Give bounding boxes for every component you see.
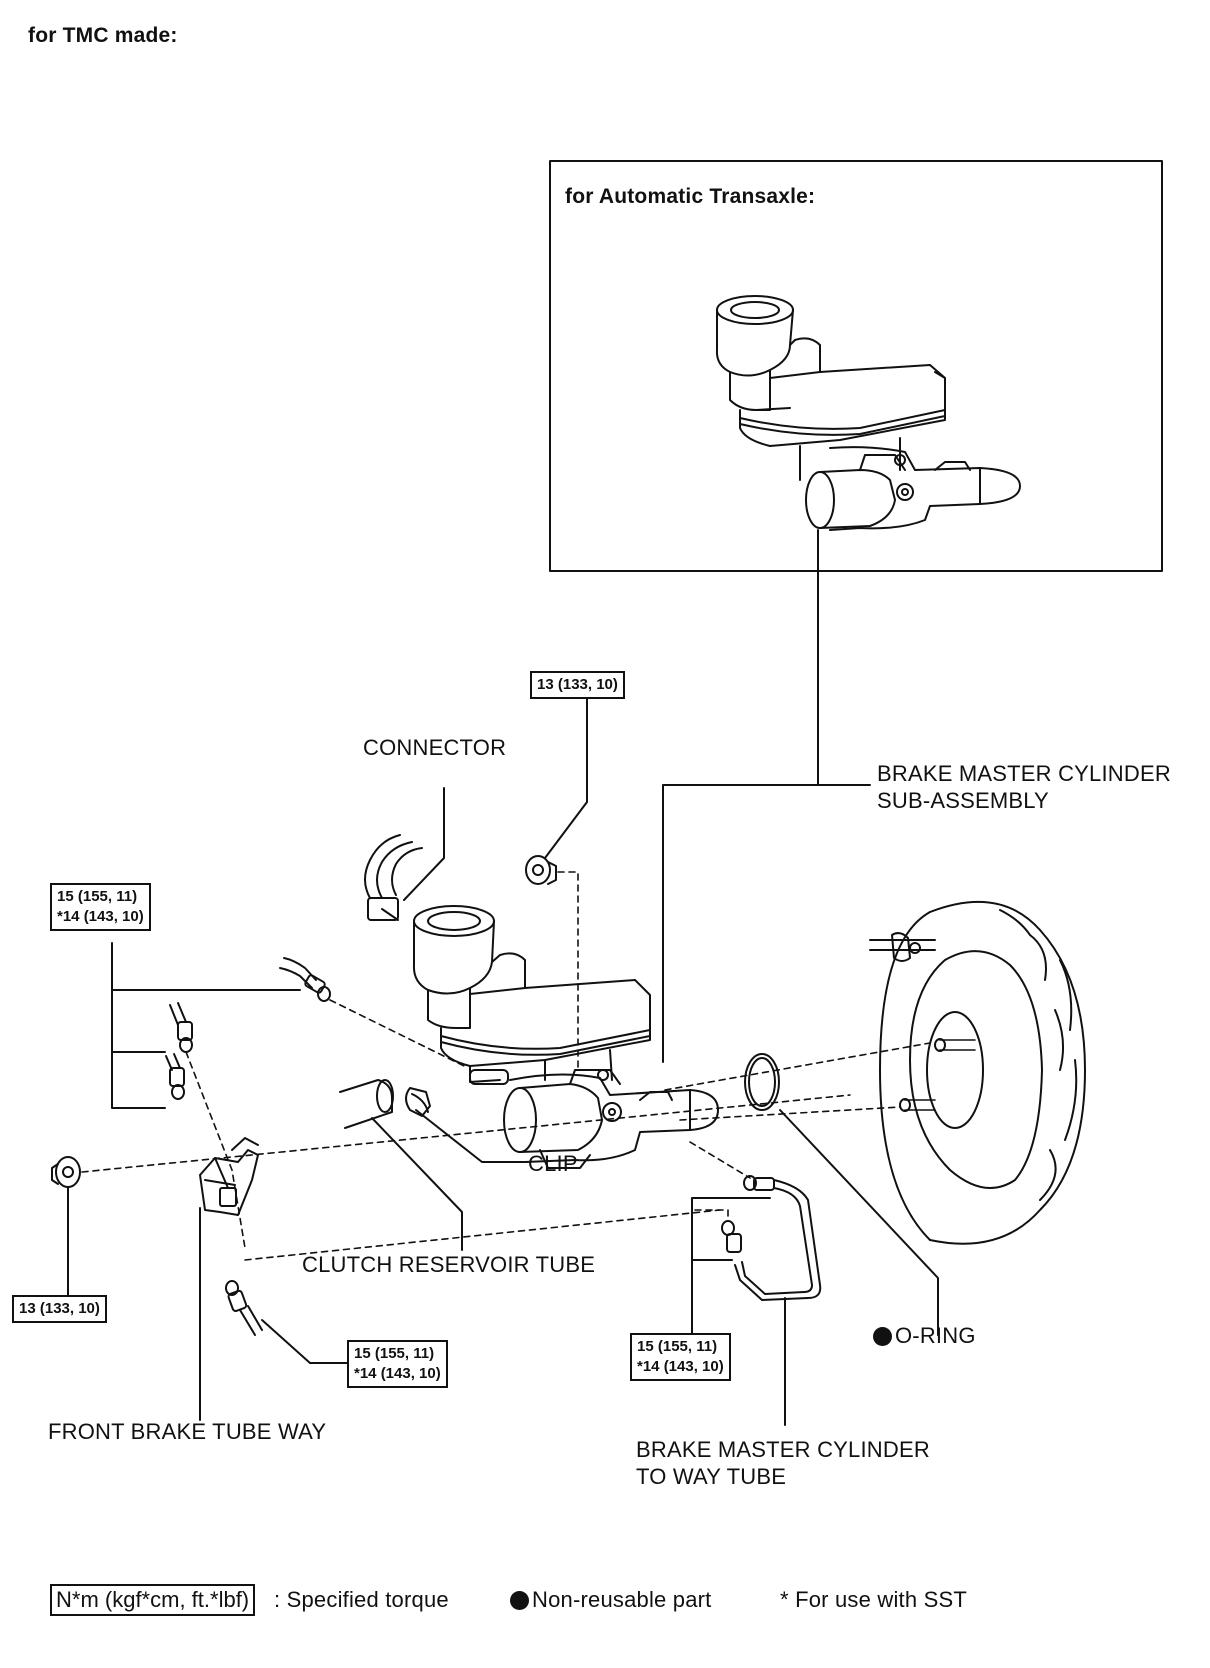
legend-sst: * For use with SST [780, 1587, 967, 1612]
torque-box-bottom-tube: 15 (155, 11) *14 (143, 10) [347, 1340, 448, 1388]
left-tube-fitting-mid2 [165, 1053, 185, 1100]
right-torque-bracket [691, 1197, 771, 1334]
non-reusable-legend-dot-icon [510, 1591, 529, 1610]
left-axis-lower [244, 1209, 721, 1261]
label-master-cylinder-line1: BRAKE MASTER CYLINDER [877, 761, 1171, 786]
torque-box-left-tubes: 15 (155, 11) *14 (143, 10) [50, 883, 151, 931]
master-cylinder-leader [662, 784, 871, 1063]
torque-right-tube-line2: *14 (143, 10) [637, 1358, 724, 1375]
top-nut-leader [544, 694, 588, 859]
torque-left-tubes-line1: 15 (155, 11) [57, 888, 138, 905]
connector-leader [403, 787, 445, 901]
left-nut-drawing [51, 1156, 81, 1188]
top-nut-axis [557, 871, 579, 1071]
torque-box-right-tube: 15 (155, 11) *14 (143, 10) [630, 1333, 731, 1381]
label-clip: CLIP [528, 1151, 578, 1176]
left-torque-bracket [111, 942, 301, 1109]
inset-master-cylinder-drawing [715, 295, 1021, 531]
brake-booster-drawing [869, 900, 1086, 1245]
master-cylinder-drawing [412, 905, 719, 1169]
torque-left-tubes-line2: *14 (143, 10) [57, 908, 144, 925]
label-to-way-tube-line2: TO WAY TUBE [636, 1464, 787, 1489]
top-nut-drawing [525, 855, 557, 885]
label-o-ring-text: O-RING [895, 1323, 976, 1348]
legend-non-reusable: Non-reusable part [510, 1586, 712, 1613]
left-tube-fitting-mid1 [169, 1002, 193, 1053]
label-to-way-tube-line1: BRAKE MASTER CYLINDER [636, 1437, 930, 1462]
label-front-brake-tube-way: FRONT BRAKE TUBE WAY [48, 1419, 327, 1444]
inset-title: for Automatic Transaxle: [565, 185, 816, 208]
front-brake-tube-way-drawing [199, 1137, 259, 1216]
o-ring-leader [779, 1109, 939, 1336]
label-connector: CONNECTOR [363, 735, 507, 760]
clutch-tube-leader [371, 1117, 463, 1251]
left-axis-upper [329, 999, 465, 1067]
legend-torque-desc: : Specified torque [274, 1587, 449, 1612]
left-tube-fitting-top [279, 957, 331, 1002]
left-nut-axis [81, 1094, 851, 1173]
torque-box-top-nut: 13 (133, 10) [530, 671, 625, 699]
torque-right-tube-line1: 15 (155, 11) [637, 1338, 718, 1355]
o-ring-drawing [744, 1053, 780, 1111]
torque-bottom-tube-line1: 15 (155, 11) [354, 1345, 435, 1362]
clip-leader [415, 1109, 528, 1163]
to-way-tube-axis-2 [694, 1209, 729, 1221]
torque-bottom-tube-line2: *14 (143, 10) [354, 1365, 441, 1382]
bottom-tube-fitting [225, 1280, 263, 1336]
booster-axis-upper [664, 1042, 931, 1091]
bottom-tube-leader [261, 1319, 351, 1364]
booster-axis-lower [679, 1106, 901, 1121]
legend-non-reusable-text: Non-reusable part [532, 1587, 712, 1612]
non-reusable-dot-icon [873, 1327, 892, 1346]
connector-drawing [364, 834, 423, 921]
legend-torque-unit-box: N*m (kgf*cm, ft.*lbf) [50, 1584, 256, 1616]
clutch-tube-drawing [339, 1079, 394, 1129]
clip-drawing [405, 1087, 431, 1117]
label-master-cylinder-line2: SUB-ASSEMBLY [877, 788, 1049, 813]
torque-box-left-nut: 13 (133, 10) [12, 1295, 107, 1323]
to-way-tube-axis [689, 1141, 751, 1179]
page-title: for TMC made: [28, 24, 178, 47]
label-o-ring: O-RING [873, 1322, 976, 1349]
left-axis-mid [185, 1051, 246, 1249]
inset-frame [549, 160, 1163, 572]
label-clutch-reservoir-tube: CLUTCH RESERVOIR TUBE [302, 1252, 596, 1277]
torque-top-nut-text: 13 (133, 10) [537, 676, 618, 693]
to-way-tube-drawing [721, 1175, 822, 1301]
torque-left-nut-text: 13 (133, 10) [19, 1300, 100, 1317]
